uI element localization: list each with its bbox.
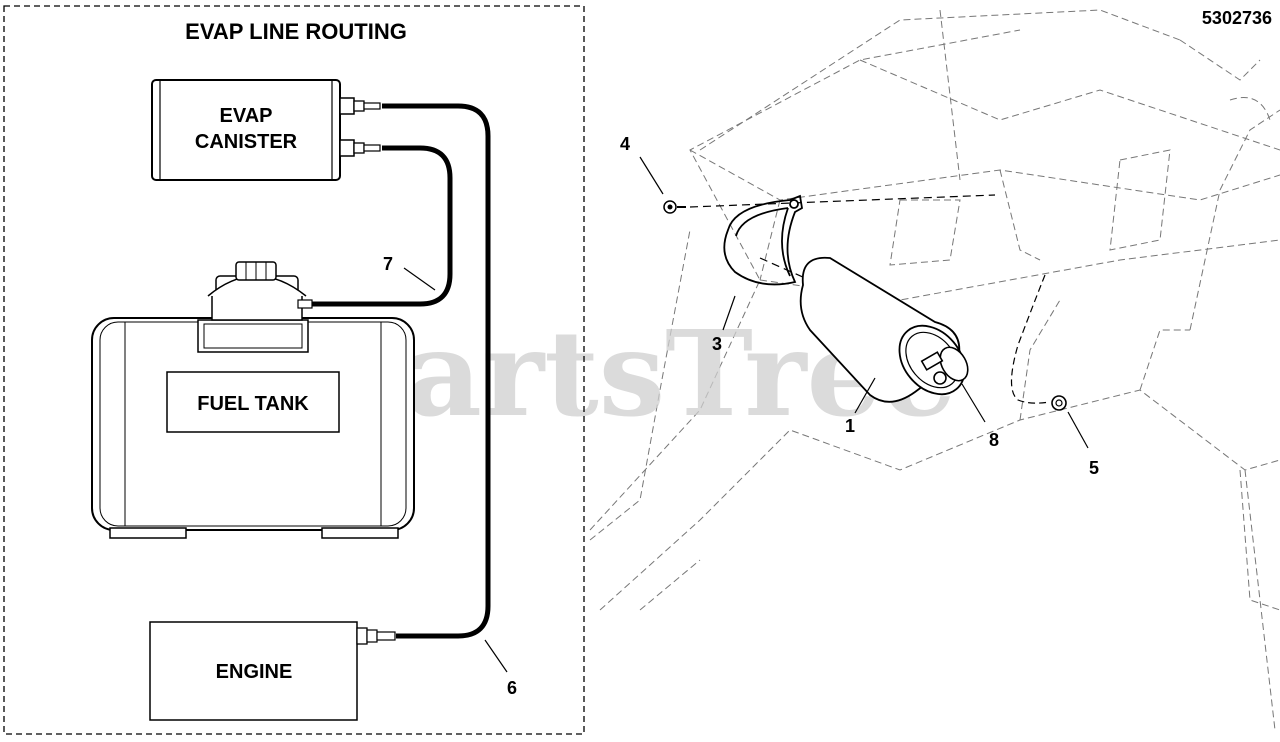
inset-border — [3, 5, 585, 735]
engine-label: ENGINE — [216, 661, 293, 683]
leader-6 — [484, 639, 508, 673]
fuel-tank-label: FUEL TANK — [197, 393, 309, 415]
fuel-tank: FUEL TANK — [91, 261, 415, 539]
callout-7: 7 — [383, 254, 393, 274]
fitting-item-8 — [920, 346, 969, 385]
hose-7 — [312, 145, 453, 307]
axis-line-clamp — [759, 257, 806, 279]
engine-box: ENGINE — [149, 621, 396, 721]
axis-line-nut — [1010, 274, 1051, 404]
callout-3: 3 — [712, 334, 722, 354]
callout-1: 1 — [845, 416, 855, 436]
leader-1 — [854, 377, 876, 414]
screw-item-4 — [663, 200, 686, 214]
hose-6 — [382, 103, 491, 639]
leader-8 — [961, 383, 986, 423]
leader-4 — [639, 156, 664, 195]
callout-4: 4 — [620, 134, 630, 154]
diagram-number: 5302736 — [1202, 8, 1272, 28]
evap-routing-inset: EVAP LINE ROUTING EVAP CANISTER — [3, 5, 585, 735]
callout-8: 8 — [989, 430, 999, 450]
routing-title: EVAP LINE ROUTING — [185, 19, 407, 44]
callout-6: 6 — [507, 678, 517, 698]
leader-7 — [403, 267, 436, 291]
canister-label-line1: EVAP — [220, 105, 273, 127]
evap-canister: EVAP CANISTER — [151, 79, 381, 181]
nut-item-5 — [1051, 395, 1067, 411]
leader-3 — [722, 295, 736, 331]
canister-label-line2: CANISTER — [195, 131, 298, 153]
leader-5 — [1067, 411, 1089, 449]
mower-frame-outline — [589, 9, 1280, 731]
callout-5: 5 — [1089, 458, 1099, 478]
axis-line-screw — [689, 194, 996, 208]
